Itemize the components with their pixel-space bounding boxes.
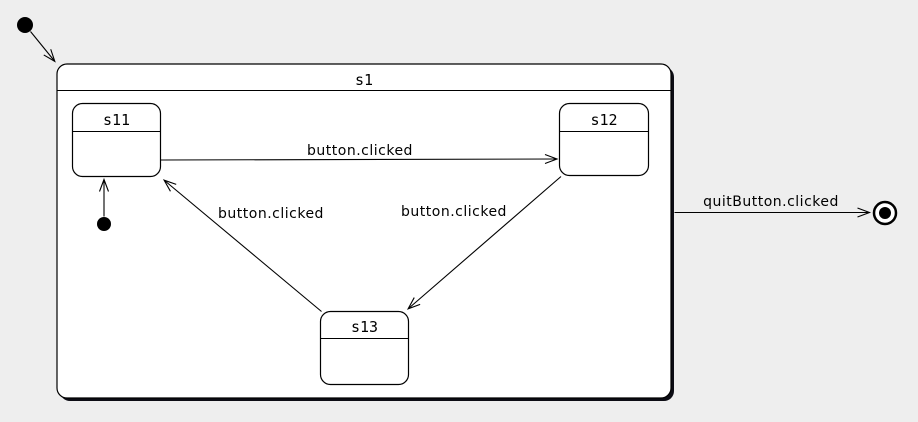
state-s1: s1 [56, 63, 674, 401]
initial-state-inner [97, 177, 111, 231]
final-state [872, 200, 898, 226]
state-s12: s12 [558, 102, 650, 177]
transition-s11-to-s12-label: button.clicked [307, 143, 413, 159]
transition-s12-to-s13-line [406, 176, 562, 310]
state-s11-body [71, 102, 162, 178]
state-s13: s13 [319, 310, 410, 386]
transition-s13-to-s11-line [162, 179, 322, 312]
transition-s11-to-s12: button.clicked [160, 143, 559, 165]
transition-initial-to-s1 [30, 31, 56, 63]
transition-s11-to-s12-line [160, 154, 559, 165]
initial-state-outer [17, 17, 56, 63]
state-s12-body [558, 102, 650, 177]
state-s13-body [319, 310, 410, 386]
final-state-dot [879, 207, 891, 219]
state-s1-title: s1 [355, 71, 373, 89]
transition-s1-to-final-label: quitButton.clicked [703, 194, 839, 210]
transition-s1-to-final: quitButton.clicked [674, 194, 872, 218]
initial-state-inner-dot [97, 217, 111, 231]
state-s11: s11 [71, 102, 162, 178]
transition-s12-to-s13: button.clicked [401, 176, 562, 310]
state-s11-title: s11 [103, 111, 130, 129]
state-s12-title: s12 [590, 111, 617, 129]
transition-s12-to-s13-label: button.clicked [401, 204, 507, 220]
state-s1-body [56, 63, 672, 399]
transition-s13-to-s11-label: button.clicked [218, 206, 324, 222]
initial-state-outer-dot [17, 17, 33, 33]
transition-s13-to-s11: button.clicked [162, 179, 324, 312]
state-s13-title: s13 [351, 318, 378, 336]
